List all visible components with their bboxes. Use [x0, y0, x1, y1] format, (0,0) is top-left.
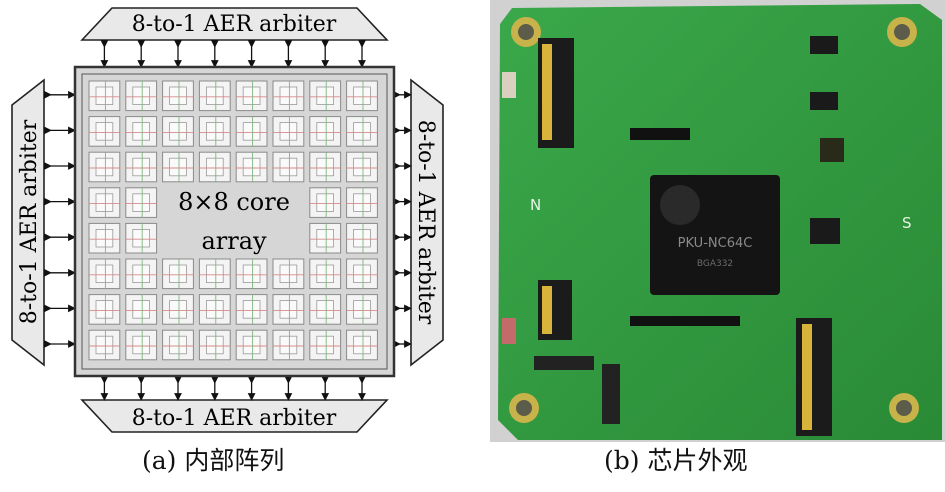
core-cell: [162, 258, 194, 290]
core-cell: [346, 80, 378, 112]
chip-marking-2: BGA332: [697, 259, 733, 269]
core-array-label-line2: array: [201, 227, 267, 255]
bottom-arbiter-label: 8-to-1 AER arbiter: [132, 406, 337, 431]
core-cell: [346, 222, 378, 254]
core-cell: [235, 116, 268, 147]
core-cell: [125, 116, 158, 147]
core-cell: [198, 116, 231, 147]
core-cell: [162, 151, 194, 183]
core-cell: [88, 116, 121, 147]
core-cell: [162, 80, 194, 112]
chip-board-photo: PKU-NC64C BGA332 N S: [490, 0, 945, 442]
arbiter-connectors: [44, 40, 412, 401]
core-cell: [162, 294, 194, 325]
core-cell: [125, 329, 158, 361]
core-cell: [309, 187, 342, 218]
core-cell: [346, 116, 378, 147]
top-arbiter: 8-to-1 AER arbiter: [80, 7, 389, 41]
right-arbiter: 8-to-1 AER arbiter: [410, 78, 444, 367]
main-chip: PKU-NC64C BGA332: [650, 175, 780, 295]
core-cell: [309, 258, 342, 290]
core-cell: [272, 116, 305, 147]
core-cell: [198, 329, 231, 361]
core-cell: [88, 329, 121, 361]
core-cell: [198, 258, 231, 290]
core-cell: [88, 294, 121, 325]
caption-internal-array: (a) 内部阵列: [142, 446, 285, 475]
core-cell: [125, 187, 158, 218]
core-cell: [125, 80, 158, 112]
right-arbiter-label: 8-to-1 AER arbiter: [413, 120, 438, 325]
edge-label-s: S: [902, 214, 912, 232]
chip-marking-1: PKU-NC64C: [678, 236, 753, 251]
core-cell: [346, 329, 378, 361]
core-cell: [235, 329, 268, 361]
core-cell: [309, 222, 342, 254]
core-cell: [235, 80, 268, 112]
core-array-diagram: 8-to-1 AER arbiter 8-to-1 AER arbiter 8-…: [11, 7, 444, 433]
core-cell: [309, 80, 342, 112]
core-cell: [272, 258, 305, 290]
core-cell: [346, 151, 378, 183]
left-arbiter: 8-to-1 AER arbiter: [11, 78, 45, 367]
core-grid: [88, 80, 378, 361]
core-cell: [309, 116, 342, 147]
core-cell: [309, 151, 342, 183]
mounting-holes: [509, 17, 919, 423]
core-cell: [125, 294, 158, 325]
core-cell: [272, 80, 305, 112]
edge-label-n: N: [530, 196, 541, 214]
core-cell: [346, 187, 378, 218]
core-array-label: 8×8 core array: [178, 188, 290, 255]
bottom-arbiter: 8-to-1 AER arbiter: [80, 399, 389, 433]
core-cell: [235, 258, 268, 290]
core-cell: [88, 80, 121, 112]
core-cell: [235, 294, 268, 325]
core-cell: [198, 80, 231, 112]
core-cell: [125, 258, 158, 290]
dip-switches: [538, 38, 832, 436]
core-cell: [162, 329, 194, 361]
core-cell: [162, 116, 194, 147]
top-arbiter-label: 8-to-1 AER arbiter: [132, 12, 337, 37]
core-cell: [272, 329, 305, 361]
core-cell: [88, 151, 121, 183]
small-ics: [502, 36, 844, 344]
core-cell: [198, 151, 231, 183]
core-cell: [272, 294, 305, 325]
core-cell: [309, 294, 342, 325]
core-cell: [235, 151, 268, 183]
caption-chip-appearance: (b) 芯片外观: [604, 446, 748, 475]
core-cell: [88, 258, 121, 290]
core-cell: [346, 294, 378, 325]
core-cell: [125, 222, 158, 254]
core-cell: [346, 258, 378, 290]
pin-headers: [534, 128, 740, 424]
core-cell: [125, 151, 158, 183]
core-cell: [272, 151, 305, 183]
core-array-label-line1: 8×8 core: [178, 188, 290, 216]
core-cell: [88, 222, 121, 254]
core-cell: [198, 294, 231, 325]
left-arbiter-label: 8-to-1 AER arbiter: [17, 119, 42, 324]
core-cell: [309, 329, 342, 361]
core-cell: [88, 187, 121, 218]
array-frame: [73, 65, 396, 378]
